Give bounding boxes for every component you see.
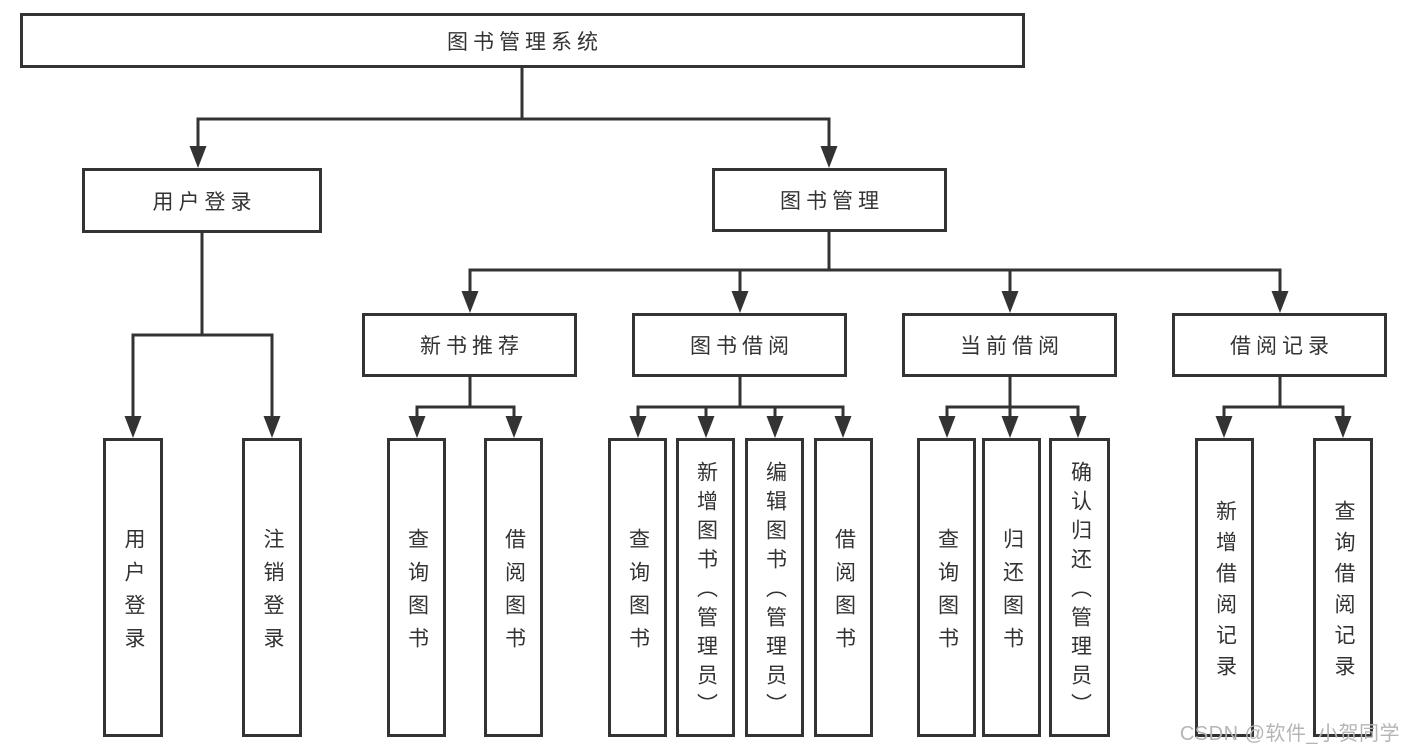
node-user-login-label: 用户登录 bbox=[152, 190, 257, 214]
leaf-add-book-admin: 新增图书（管理员） bbox=[676, 438, 735, 737]
leaf-borrow-books-newbook: 借阅图书 bbox=[484, 438, 543, 737]
leaf-edit-book-admin: 编辑图书（管理员） bbox=[745, 438, 804, 737]
arrow-down-icon bbox=[629, 416, 647, 438]
arrow-down-icon bbox=[124, 416, 142, 438]
arrow-down-icon bbox=[461, 291, 479, 313]
arrow-down-icon bbox=[1001, 291, 1019, 313]
leaf-query-books-borrow-label: 查询图书 bbox=[626, 527, 650, 660]
leaf-user-login: 用户登录 bbox=[103, 438, 163, 737]
leaf-query-books-current-label: 查询图书 bbox=[935, 527, 959, 660]
leaf-confirm-return-admin: 确认归还（管理员） bbox=[1049, 438, 1110, 737]
leaf-logout: 注销登录 bbox=[242, 438, 302, 737]
leaf-return-books: 归还图书 bbox=[982, 438, 1041, 737]
arrow-down-icon bbox=[766, 416, 784, 438]
leaf-add-book-admin-label: 新增图书（管理员） bbox=[694, 461, 718, 722]
arrow-down-icon bbox=[1215, 416, 1233, 438]
connector-user-login-children bbox=[131, 231, 274, 422]
node-book-borrowing-label: 图书借阅 bbox=[690, 335, 794, 358]
node-book-management-label: 图书管理 bbox=[780, 190, 884, 213]
node-root: 图书管理系统 bbox=[20, 13, 1025, 68]
node-borrowing-records: 借阅记录 bbox=[1172, 313, 1387, 377]
arrowhead-icons bbox=[124, 146, 1352, 438]
connector-root-to-level2 bbox=[196, 66, 831, 152]
arrow-down-icon bbox=[263, 416, 281, 438]
node-book-borrowing: 图书借阅 bbox=[632, 313, 847, 377]
arrow-down-icon bbox=[189, 146, 207, 168]
arrow-down-icon bbox=[697, 416, 715, 438]
node-current-borrowing: 当前借阅 bbox=[902, 313, 1117, 377]
leaf-query-books-borrow: 查询图书 bbox=[608, 438, 667, 737]
connector-book-mgmt-to-level3 bbox=[468, 230, 1282, 297]
arrow-down-icon bbox=[1069, 416, 1087, 438]
arrow-down-icon bbox=[1001, 416, 1019, 438]
csdn-watermark: CSDN @软件_小贺同学 bbox=[1179, 723, 1400, 745]
node-user-login: 用户登录 bbox=[82, 168, 322, 233]
arrow-down-icon bbox=[820, 146, 838, 168]
node-current-borrowing-label: 当前借阅 bbox=[960, 335, 1064, 358]
arrow-down-icon bbox=[505, 416, 523, 438]
leaf-logout-label: 注销登录 bbox=[261, 527, 284, 660]
leaf-query-borrow-record: 查询借阅记录 bbox=[1313, 438, 1373, 737]
node-borrowing-records-label: 借阅记录 bbox=[1230, 335, 1334, 358]
arrow-down-icon bbox=[938, 416, 956, 438]
arrow-down-icon bbox=[408, 416, 426, 438]
node-new-book-recommend: 新书推荐 bbox=[362, 313, 577, 377]
node-book-management: 图书管理 bbox=[712, 168, 947, 232]
leaf-add-borrow-record: 新增借阅记录 bbox=[1195, 438, 1254, 737]
leaf-user-login-label: 用户登录 bbox=[122, 527, 145, 660]
leaf-query-borrow-record-label: 查询借阅记录 bbox=[1332, 499, 1355, 686]
leaf-borrow-books-borrow: 借阅图书 bbox=[814, 438, 873, 737]
arrow-down-icon bbox=[731, 291, 749, 313]
leaf-borrow-books-borrow-label: 借阅图书 bbox=[832, 527, 856, 660]
leaf-add-borrow-record-label: 新增借阅记录 bbox=[1213, 499, 1237, 686]
leaf-return-books-label: 归还图书 bbox=[1000, 527, 1024, 660]
connector-borrow-record-children bbox=[1222, 375, 1345, 422]
leaf-query-books-newbook: 查询图书 bbox=[387, 438, 446, 737]
leaf-query-books-newbook-label: 查询图书 bbox=[405, 527, 429, 660]
connector-book-borrow-children bbox=[636, 375, 845, 422]
leaf-query-books-current: 查询图书 bbox=[917, 438, 976, 737]
arrow-down-icon bbox=[1271, 291, 1289, 313]
node-new-book-recommend-label: 新书推荐 bbox=[420, 335, 524, 358]
arrow-down-icon bbox=[1334, 416, 1352, 438]
leaf-edit-book-admin-label: 编辑图书（管理员） bbox=[763, 461, 787, 722]
connector-new-book-children bbox=[415, 375, 516, 422]
node-root-label: 图书管理系统 bbox=[447, 30, 603, 54]
arrow-down-icon bbox=[834, 416, 852, 438]
leaf-borrow-books-newbook-label: 借阅图书 bbox=[502, 527, 526, 660]
leaf-confirm-return-admin-label: 确认归还（管理员） bbox=[1068, 461, 1092, 722]
connector-current-borrow-children bbox=[945, 375, 1080, 422]
